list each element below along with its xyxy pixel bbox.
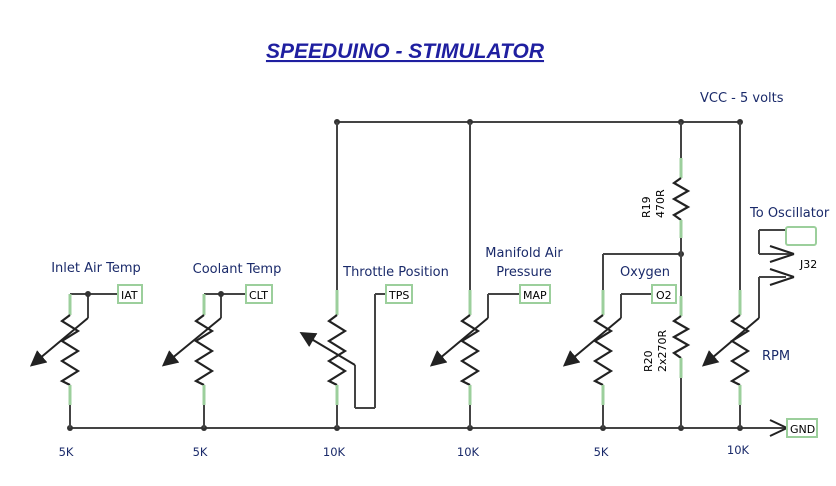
- iat-value: 5K: [59, 445, 74, 459]
- map-value: 10K: [457, 445, 480, 459]
- map-potentiometer: [429, 122, 520, 428]
- tps-pin-tag: [385, 284, 413, 304]
- gnd-pin-tag: [786, 418, 818, 438]
- tps-pin-label: TPS: [388, 289, 409, 302]
- gnd-pin-label: GND: [790, 423, 815, 436]
- tps-potentiometer: [299, 122, 386, 428]
- rpm-label: RPM: [762, 349, 790, 364]
- connector-label: J32: [799, 258, 817, 271]
- o2-label: Oxygen: [620, 265, 670, 280]
- clt-value: 5K: [193, 445, 208, 459]
- r19-resistor: [671, 122, 691, 254]
- map-pin-tag: [519, 284, 551, 304]
- r19-ref: R19: [640, 196, 653, 218]
- clt-pin-tag: [245, 284, 273, 304]
- clt-label: Coolant Temp: [193, 262, 282, 277]
- map-label-line2: Pressure: [496, 265, 552, 280]
- r20-resistor: [671, 254, 691, 428]
- iat-pin-label: IAT: [121, 289, 138, 302]
- iat-label: Inlet Air Temp: [51, 261, 141, 276]
- tps-label: Throttle Position: [342, 265, 449, 280]
- r20-ref: R20: [642, 350, 655, 372]
- vcc-label: VCC - 5 volts: [700, 91, 784, 106]
- r20-value: 2x270R: [656, 329, 669, 372]
- map-pin-label: MAP: [523, 289, 547, 302]
- rpm-potentiometer: [701, 122, 760, 428]
- clt-pin-label: CLT: [249, 289, 268, 302]
- iat-potentiometer: [29, 291, 118, 428]
- map-label-line1: Manifold Air: [485, 246, 563, 261]
- clt-potentiometer: [161, 291, 246, 428]
- page-title: SPEEDUINO - STIMULATOR: [266, 40, 545, 63]
- oscillator-label: To Oscillator: [749, 206, 830, 221]
- r19-value: 470R: [654, 189, 667, 218]
- tps-value: 10K: [323, 445, 346, 459]
- o2-value: 5K: [594, 445, 609, 459]
- iat-pin-tag: [117, 284, 143, 304]
- gnd-connector: [769, 419, 788, 437]
- rpm-value: 10K: [727, 443, 750, 457]
- o2-pin-label: O2: [656, 289, 672, 302]
- o2-potentiometer: [562, 251, 684, 428]
- o2-pin-tag: [651, 284, 677, 304]
- oscillator-connector: [758, 226, 817, 286]
